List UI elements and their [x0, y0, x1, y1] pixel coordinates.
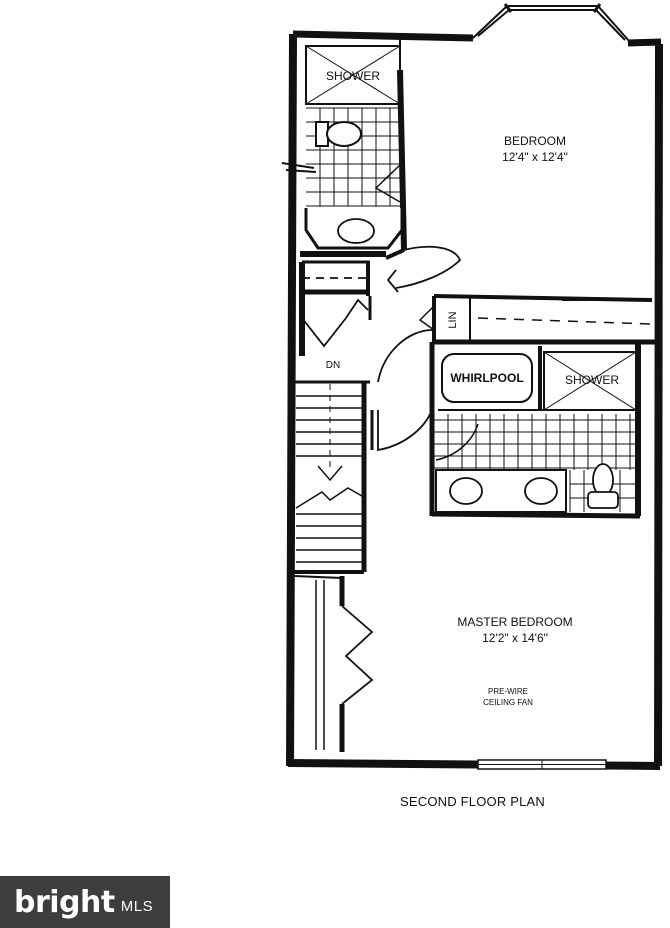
label-master-name: MASTER BEDROOM: [457, 615, 572, 629]
label-fan-line1: PRE-WIRE: [488, 687, 528, 696]
staircase: [294, 380, 370, 574]
bottom-window: [477, 759, 607, 770]
label-stair-dn: DN: [326, 360, 340, 371]
bright-mls-logo: bright MLS: [0, 876, 170, 928]
plan-caption: SECOND FLOOR PLAN: [400, 794, 545, 809]
label-whirlpool: WHIRLPOOL: [450, 371, 523, 385]
label-master-dims: 12'2" x 14'6": [482, 631, 548, 645]
master-closet: [293, 575, 374, 752]
label-bedroom-name: BEDROOM: [504, 134, 566, 148]
label-bedroom-dims: 12'4" x 12'4": [502, 150, 568, 164]
logo-mark: bright: [14, 884, 115, 920]
label-fan-line2: CEILING FAN: [483, 698, 533, 707]
linen-closet: [418, 294, 656, 345]
logo-sub: MLS: [120, 897, 154, 915]
top-bathroom: [281, 38, 407, 257]
bay-window: [472, 3, 631, 43]
label-shower-top: SHOWER: [326, 69, 380, 83]
master-bathroom: [429, 342, 641, 519]
outer-walls: [286, 30, 663, 770]
label-shower-master: SHOWER: [565, 373, 619, 387]
label-linen: LIN: [447, 311, 459, 328]
hall-doors: [299, 245, 462, 452]
